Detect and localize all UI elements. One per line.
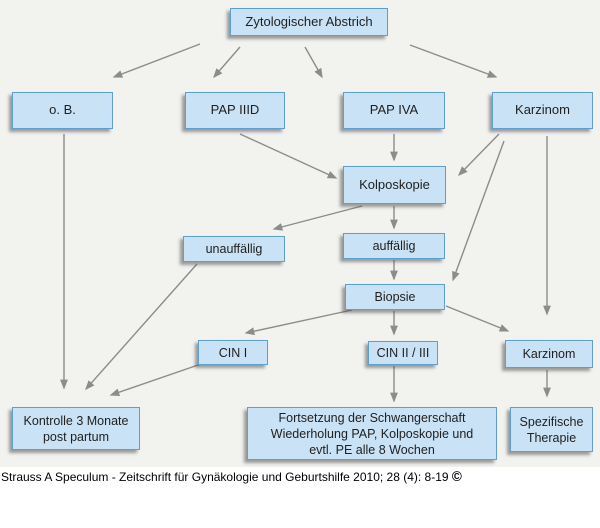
node-cin-i: CIN I [198,340,268,365]
flowchart-canvas: Zytologischer Abstrich o. B. PAP IIID PA… [0,0,600,467]
arrow-zyto-to-karzinom1 [409,44,498,78]
node-biopsie: Biopsie [345,284,445,310]
arrow-zyto-to-pap-iva [304,46,323,79]
node-auffaellig: auffällig [343,233,445,259]
arrow-biopsie-to-karzinom2 [445,305,510,332]
node-kolposkopie: Kolposkopie [343,166,446,204]
node-karzinom-1: Karzinom [492,92,593,129]
node-zytologischer-abstrich: Zytologischer Abstrich [230,8,388,36]
arrow-unauffaellig-to-kontrolle [85,263,198,391]
node-cin-ii-iii: CIN II / III [368,341,438,365]
node-pap-iiid: PAP IIID [185,92,285,129]
citation-text: Strauss A Speculum - Zeitschrift für Gyn… [1,470,449,484]
arrow-biopsie-to-cin1 [244,309,353,336]
arrow-cin1-to-kontrolle [109,363,202,396]
node-pap-iva: PAP IVA [343,92,445,129]
arrow-karzinom1-to-biopsie [452,140,505,282]
node-spezifische-therapie: Spezifische Therapie [510,407,593,452]
node-karzinom-2: Karzinom [505,340,593,368]
node-kontrolle: Kontrolle 3 Monate post partum [12,407,140,450]
copyright-symbol: © [451,469,462,484]
arrow-karzinom1-to-kolposkopie [457,133,500,177]
arrow-zyto-to-pap-iiid [213,46,241,79]
arrow-kolposkopie-to-unauffaellig [272,205,363,231]
flowchart-arrows [60,43,551,403]
arrow-zyto-to-ob [112,43,201,78]
node-ob: o. B. [12,92,113,129]
node-fortsetzung: Fortsetzung der Schwangerschaft Wiederho… [247,407,497,460]
arrow-papiiid-to-kolposkopie [239,133,338,179]
node-unauffaellig: unauffällig [183,236,285,262]
source-citation: Strauss A Speculum - Zeitschrift für Gyn… [1,469,599,484]
